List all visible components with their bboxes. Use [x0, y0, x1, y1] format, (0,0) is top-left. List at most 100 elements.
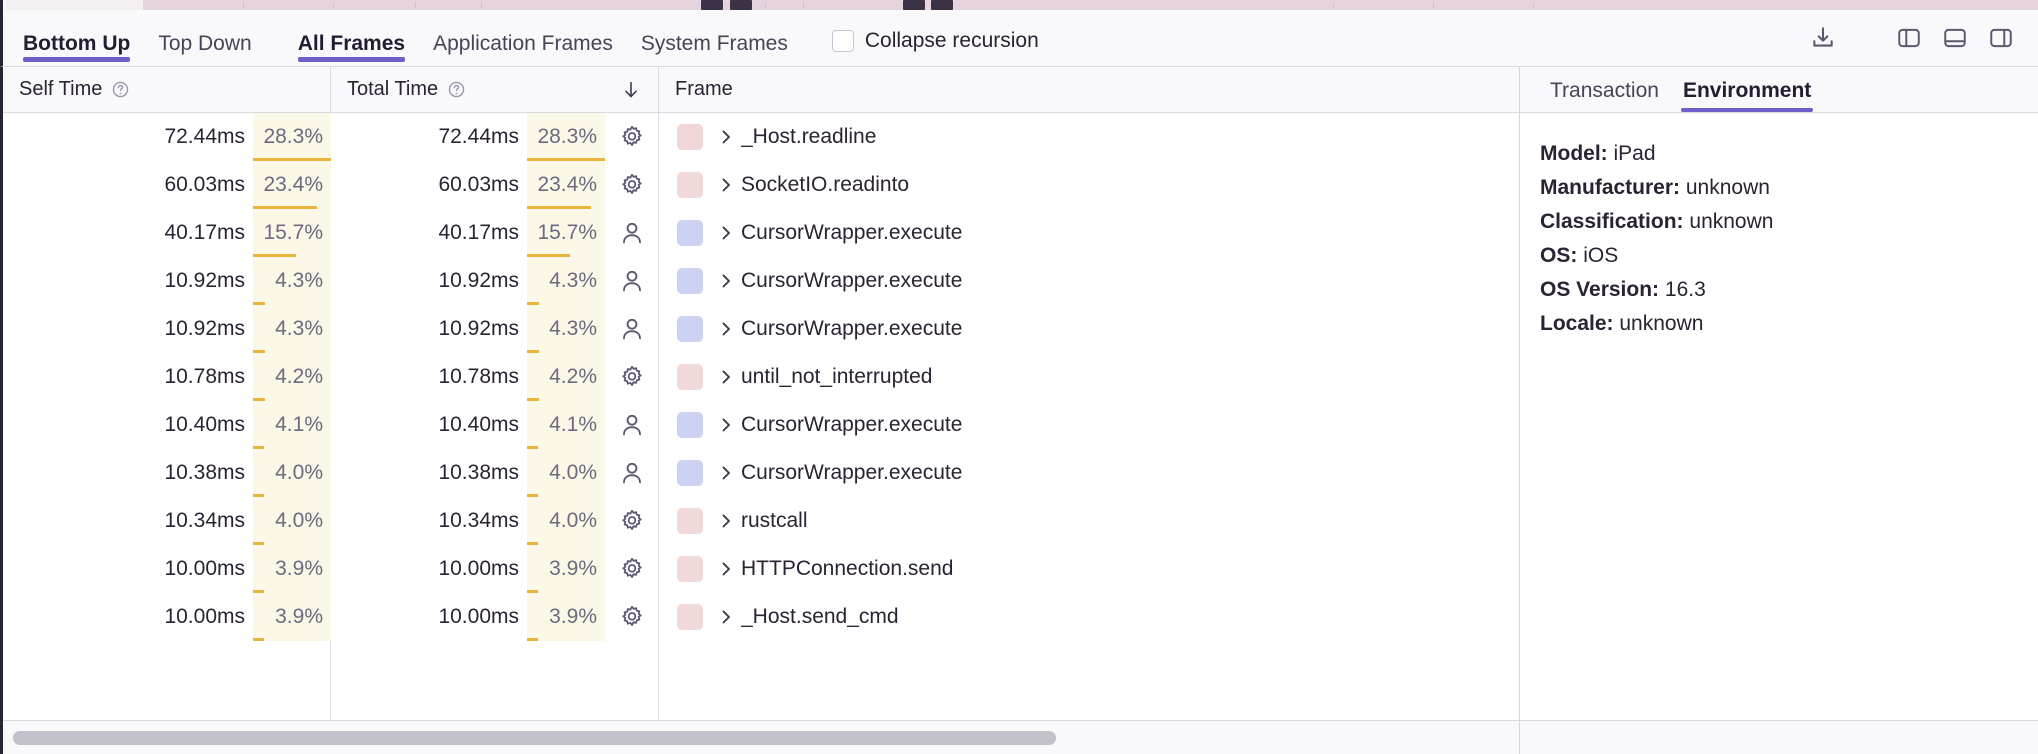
tab-top-down[interactable]: Top Down — [144, 33, 265, 66]
chevron-right-icon[interactable] — [711, 321, 741, 337]
metric-percent-cell: 4.0% — [253, 449, 331, 497]
chevron-right-icon[interactable] — [711, 129, 741, 145]
flamegraph-block[interactable] — [730, 0, 752, 10]
frame-cell[interactable]: CursorWrapper.execute — [659, 401, 1519, 449]
tab-all-frames[interactable]: All Frames — [284, 33, 419, 66]
help-icon[interactable] — [447, 80, 466, 99]
detail-tabs: Transaction Environment — [1520, 67, 2038, 113]
tab-application-frames[interactable]: Application Frames — [419, 33, 627, 66]
frame-cell[interactable]: until_not_interrupted — [659, 353, 1519, 401]
metric-percent-cell: 15.7% — [253, 209, 331, 257]
tab-system-frames[interactable]: System Frames — [627, 33, 802, 66]
frame-cell[interactable]: HTTPConnection.send — [659, 545, 1519, 593]
chevron-right-icon[interactable] — [711, 177, 741, 193]
horizontal-scrollbar[interactable] — [3, 720, 1519, 754]
gear-icon[interactable] — [605, 545, 659, 593]
flamegraph-block[interactable] — [931, 0, 953, 10]
gear-icon[interactable] — [605, 593, 659, 641]
chevron-right-icon[interactable] — [711, 561, 741, 577]
gear-icon[interactable] — [605, 497, 659, 545]
chevron-right-icon[interactable] — [711, 225, 741, 241]
chevron-right-icon[interactable] — [711, 513, 741, 529]
column-header-frame[interactable]: Frame — [659, 67, 1519, 112]
frame-cell[interactable]: _Host.readline — [659, 113, 1519, 161]
frame-cell[interactable]: CursorWrapper.execute — [659, 305, 1519, 353]
environment-value: unknown — [1689, 210, 1774, 233]
chevron-right-icon[interactable] — [711, 609, 741, 625]
metric-percent-value: 4.3% — [549, 269, 597, 292]
metric-time: 10.78ms — [164, 365, 245, 388]
metric-percent-cell: 3.9% — [527, 593, 605, 641]
horizontal-scrollbar-thumb[interactable] — [13, 730, 1056, 745]
frame-cell[interactable]: SocketIO.readinto — [659, 161, 1519, 209]
person-icon[interactable] — [605, 305, 659, 353]
frame-cell[interactable]: CursorWrapper.execute — [659, 449, 1519, 497]
environment-key: Manufacturer: — [1540, 176, 1681, 199]
person-icon[interactable] — [605, 401, 659, 449]
flamegraph-tick — [1433, 2, 1434, 8]
metric-percent-cell: 4.3% — [253, 257, 331, 305]
download-icon[interactable] — [1806, 21, 1840, 55]
metric-percent-bar — [527, 494, 538, 497]
gear-icon[interactable] — [605, 161, 659, 209]
panel-left-icon[interactable] — [1892, 21, 1926, 55]
panel-right-icon[interactable] — [1984, 21, 2018, 55]
metric-percent-value: 3.9% — [275, 557, 323, 580]
person-icon[interactable] — [605, 257, 659, 305]
frame-cell[interactable]: CursorWrapper.execute — [659, 257, 1519, 305]
flamegraph-block[interactable] — [903, 0, 925, 10]
metric-time: 10.40ms — [438, 413, 519, 436]
gear-icon[interactable] — [605, 353, 659, 401]
metric-percent-cell: 15.7% — [527, 209, 605, 257]
tab-environment[interactable]: Environment — [1671, 79, 1823, 112]
chevron-right-icon[interactable] — [711, 369, 741, 385]
frame-name: CursorWrapper.execute — [741, 317, 963, 340]
tab-transaction[interactable]: Transaction — [1538, 79, 1671, 112]
metric-percent-value: 4.0% — [275, 509, 323, 532]
frame-cell[interactable]: _Host.send_cmd — [659, 593, 1519, 641]
gear-icon[interactable] — [605, 113, 659, 161]
panel-bottom-icon[interactable] — [1938, 21, 1972, 55]
column-header-self-time[interactable]: Self Time — [3, 67, 331, 112]
flamegraph-block[interactable] — [701, 0, 723, 10]
frame-cell[interactable]: CursorWrapper.execute — [659, 209, 1519, 257]
column-header-total-time[interactable]: Total Time — [331, 67, 659, 112]
column-header-total-time-label: Total Time — [347, 78, 439, 100]
collapse-recursion-toggle[interactable]: Collapse recursion — [831, 29, 1039, 66]
flamegraph-tick — [1533, 2, 1534, 8]
help-icon[interactable] — [111, 80, 130, 99]
metric-percent-cell: 4.3% — [253, 305, 331, 353]
person-icon[interactable] — [605, 449, 659, 497]
frame-name: CursorWrapper.execute — [741, 413, 963, 436]
chevron-right-icon[interactable] — [711, 465, 741, 481]
chevron-right-icon[interactable] — [711, 417, 741, 433]
metric-percent-bar — [253, 254, 296, 257]
flamegraph-strip[interactable] — [0, 0, 2038, 10]
chevron-right-icon[interactable] — [711, 273, 741, 289]
tab-bottom-up[interactable]: Bottom Up — [19, 33, 144, 66]
person-icon[interactable] — [605, 209, 659, 257]
frame-cell[interactable]: rustcall — [659, 497, 1519, 545]
flamegraph-tick — [333, 2, 334, 8]
metric-time: 10.92ms — [164, 317, 245, 340]
metric-percent-bar — [253, 206, 317, 209]
metric-percent-value: 4.0% — [275, 461, 323, 484]
sort-descending-icon[interactable] — [620, 79, 642, 101]
collapse-recursion-checkbox[interactable] — [831, 30, 854, 52]
